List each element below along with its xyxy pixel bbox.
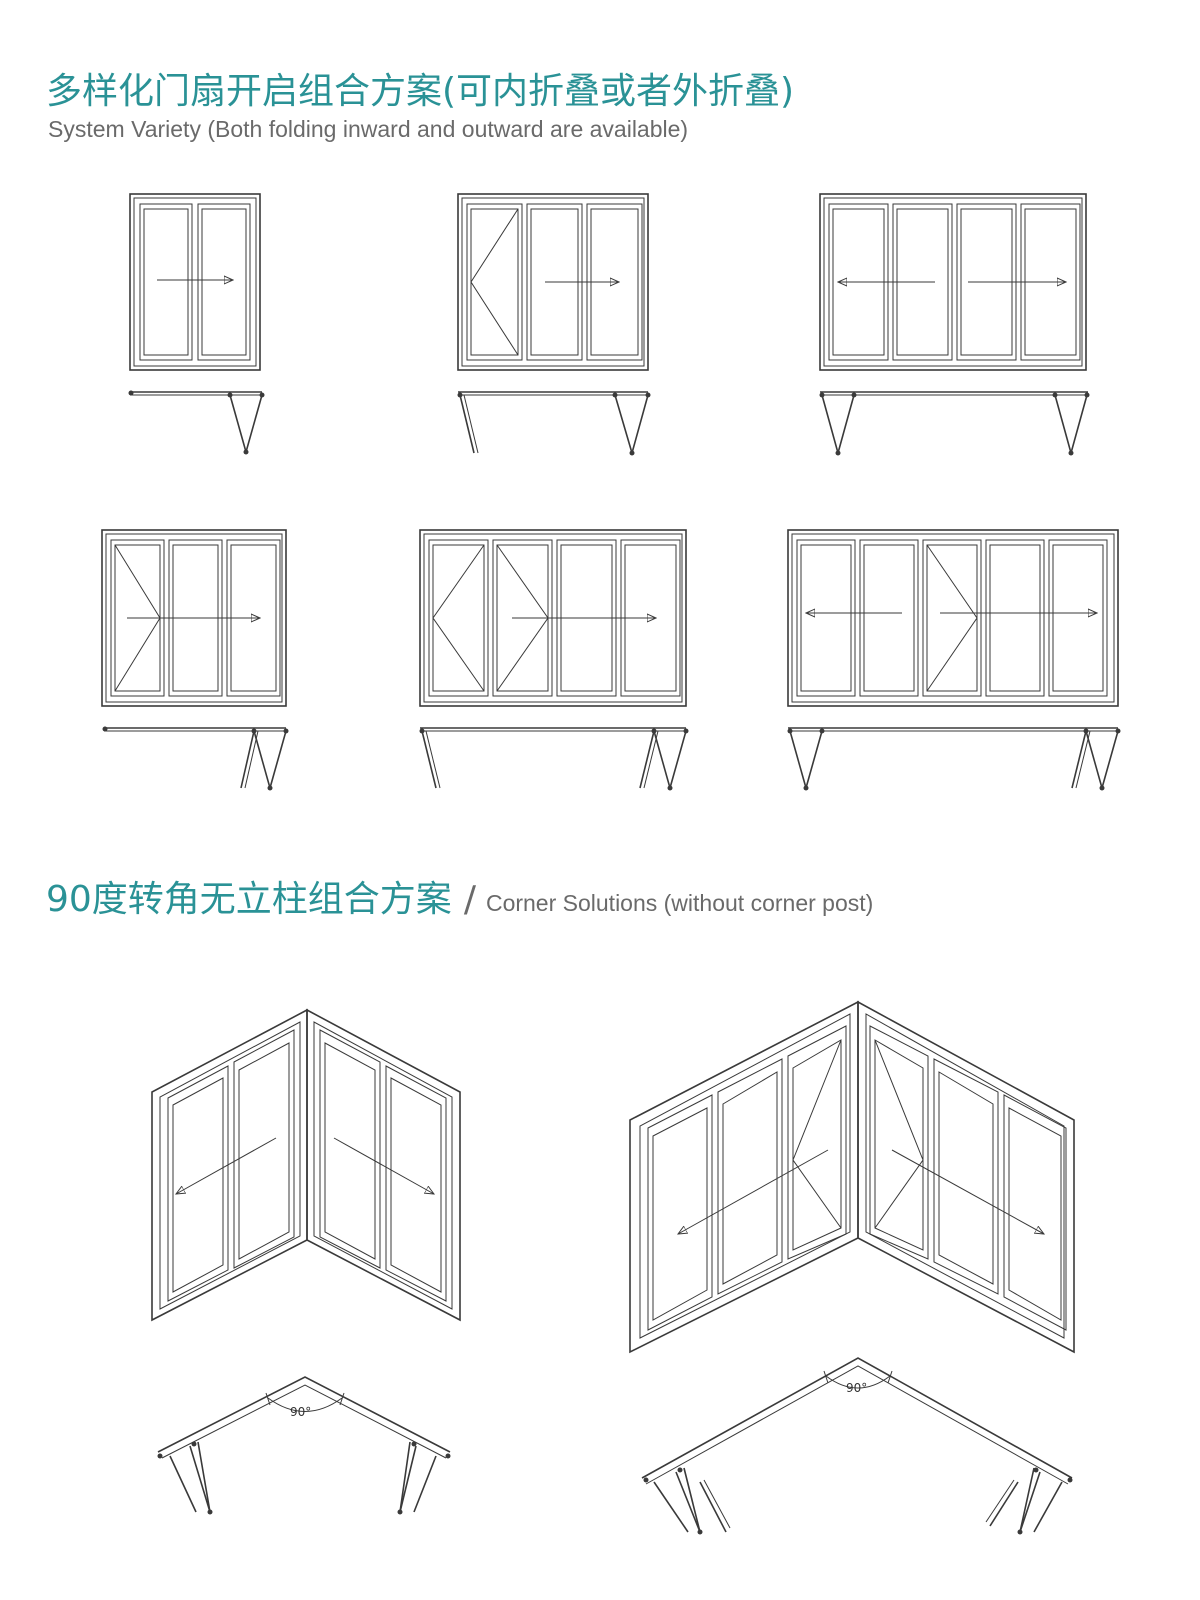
config-5-panel-plan bbox=[787, 727, 1121, 791]
section-title-cn: 多样化门扇开启组合方案(可内折叠或者外折叠) bbox=[46, 71, 795, 112]
angle-label-90-b: 90° bbox=[846, 1381, 867, 1395]
config-3-panel-b-elevation bbox=[101, 529, 287, 707]
config-4-panel-b-plan bbox=[419, 727, 689, 791]
corner-solution-1-plan: 90° bbox=[157, 1376, 451, 1515]
corner-section-title: 90度转角无立柱组合方案 / Corner Solutions (without c… bbox=[46, 870, 873, 922]
config-4-panel-plan bbox=[819, 391, 1090, 456]
corner-solution-1-elevation bbox=[151, 1008, 461, 1322]
corner-title-en: Corner Solutions (without corner post) bbox=[485, 890, 874, 916]
config-3-panel-plan bbox=[457, 391, 651, 456]
config-4-panel-elevation bbox=[819, 193, 1087, 371]
config-2-panel-elevation bbox=[129, 193, 261, 371]
section-subtitle-en: System Variety (Both folding inward and … bbox=[48, 116, 689, 142]
angle-label-90: 90° bbox=[290, 1405, 311, 1419]
corner-title-cn: 90度转角无立柱组合方案 bbox=[46, 879, 452, 920]
config-4-panel-b-elevation bbox=[419, 529, 687, 707]
config-5-panel-elevation bbox=[787, 529, 1119, 707]
config-3-panel-b-plan bbox=[102, 726, 289, 791]
config-2-panel-plan bbox=[128, 390, 265, 455]
title-separator: / bbox=[463, 879, 476, 920]
corner-solution-2-plan: 90° bbox=[641, 1357, 1073, 1535]
config-3-panel-elevation bbox=[457, 193, 649, 371]
corner-solution-2-elevation bbox=[629, 1000, 1075, 1354]
